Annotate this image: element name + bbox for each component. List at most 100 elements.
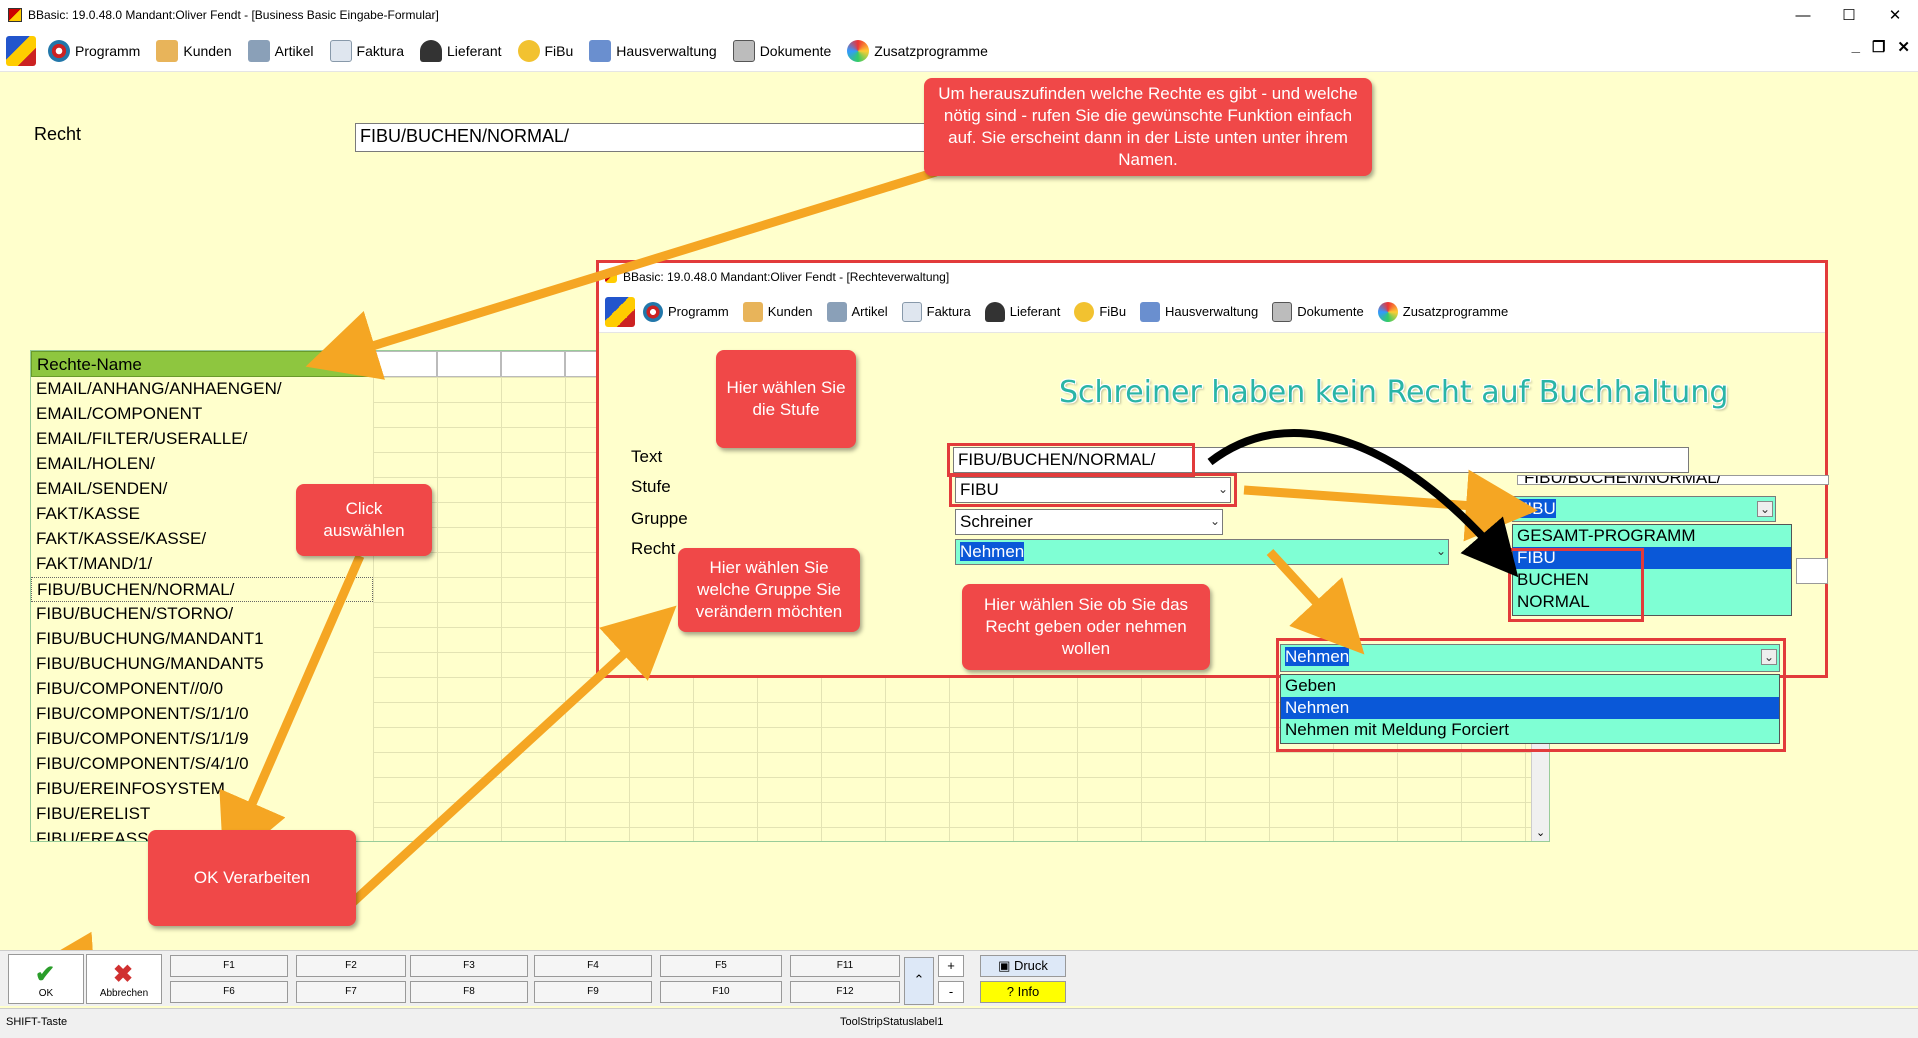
menu-dokumente[interactable]: Dokumente <box>732 33 831 69</box>
inner-menu-fibu[interactable]: FiBu <box>1074 294 1126 330</box>
grid-row[interactable]: FIBU/EREINFOSYSTEM <box>36 779 225 798</box>
inner-menu-lieferant[interactable]: Lieferant <box>984 294 1060 330</box>
grid-row[interactable]: FIBU/BUCHEN/STORNO/ <box>36 604 234 623</box>
grid-row[interactable]: EMAIL/COMPONENT <box>36 404 203 423</box>
plus-button[interactable]: + <box>938 955 964 977</box>
grid-header-col[interactable] <box>437 351 501 377</box>
stufe-dropdown-box[interactable]: FIBU⌄ <box>1512 496 1776 522</box>
minimize-button[interactable]: — <box>1795 6 1811 24</box>
maximize-button[interactable]: ☐ <box>1842 7 1856 24</box>
menu-kunden[interactable]: Kunden <box>156 33 232 69</box>
recht-label-inner: Recht <box>631 539 676 558</box>
printer-icon: ▣ <box>998 958 1014 973</box>
partial-text-field: FIBU/BUCHEN/NORMAL/ <box>1517 475 1829 485</box>
scroll-down-icon[interactable]: ⌄ <box>1536 827 1546 839</box>
menu-fibu[interactable]: FiBu <box>517 33 573 69</box>
function-key-button[interactable]: F11 <box>790 955 900 977</box>
function-key-button[interactable]: F7 <box>296 981 406 1003</box>
grid-row[interactable]: FIBU/COMPONENT/S/4/1/0 <box>36 754 249 773</box>
function-key-button[interactable]: F4 <box>534 955 652 977</box>
stufe-combo[interactable]: FIBU⌄ <box>955 477 1231 503</box>
recht-combo[interactable]: Nehmen⌄ <box>955 539 1449 565</box>
grid-row[interactable]: EMAIL/ANHANG/ANHAENGEN/ <box>36 379 282 398</box>
grid-row[interactable]: FAKT/KASSE/KASSE/ <box>36 529 207 548</box>
grid-header-col[interactable] <box>501 351 565 377</box>
menu-zusatzprogramme[interactable]: Zusatzprogramme <box>847 33 988 69</box>
grid-row[interactable]: FAKT/KASSE <box>36 504 140 523</box>
minus-button[interactable]: - <box>938 981 964 1003</box>
callout-gruppe: Hier wählen Sie welche Gruppe Sie veränd… <box>678 548 860 632</box>
function-key-button[interactable]: F8 <box>410 981 528 1003</box>
recht-dropdown-box[interactable]: Nehmen⌄ <box>1280 644 1780 672</box>
documents-icon <box>1272 301 1293 322</box>
grid-row[interactable]: FAKT/MAND/1/ <box>36 554 153 573</box>
mdi-close-button[interactable]: ✕ <box>1897 39 1910 56</box>
highlight-stufe-options <box>1508 548 1644 622</box>
grid-row[interactable]: EMAIL/FILTER/USERALLE/ <box>36 429 248 448</box>
mdi-restore-button[interactable]: ❐ <box>1871 39 1886 56</box>
grid-row[interactable]: FIBU/COMPONENT/S/1/1/9 <box>36 729 249 748</box>
menu-lieferant[interactable]: Lieferant <box>420 33 502 69</box>
function-key-button[interactable]: F2 <box>296 955 406 977</box>
function-key-button[interactable]: F5 <box>660 955 782 977</box>
grid-header-col[interactable] <box>373 351 437 377</box>
callout-stufe: Hier wählen Sie die Stufe <box>716 350 856 448</box>
druck-button[interactable]: ▣ Druck <box>980 955 1066 977</box>
window-titlebar: BBasic: 19.0.48.0 Mandant:Oliver Fendt -… <box>0 0 1918 30</box>
gruppe-combo[interactable]: Schreiner⌄ <box>955 509 1223 535</box>
scroll-up-button[interactable]: ⌃ <box>904 957 934 1005</box>
ok-button[interactable]: ✔OK <box>8 954 84 1004</box>
recht-input[interactable]: FIBU/BUCHEN/NORMAL/ <box>355 123 935 152</box>
chevron-down-icon[interactable]: ⌄ <box>1435 544 1446 558</box>
inner-menu-programm[interactable]: Programm <box>643 294 729 330</box>
inner-menu-kunden[interactable]: Kunden <box>742 294 813 330</box>
inner-menu-hausverwaltung[interactable]: Hausverwaltung <box>1140 294 1258 330</box>
inner-menu-dokumente[interactable]: Dokumente <box>1272 294 1364 330</box>
stufe-option[interactable]: NORMAL <box>1517 592 1590 611</box>
grid-row[interactable]: EMAIL/SENDEN/ <box>36 479 168 498</box>
inner-menu-faktura[interactable]: Faktura <box>901 294 971 330</box>
grid-row[interactable]: EMAIL/HOLEN/ <box>36 454 156 473</box>
grid-row[interactable]: FIBU/BUCHUNG/MANDANT1 <box>36 629 264 648</box>
menu-artikel[interactable]: Artikel <box>247 33 314 69</box>
menu-hausverwaltung[interactable]: Hausverwaltung <box>589 33 717 69</box>
menu-programm[interactable]: Programm <box>48 33 140 69</box>
chevron-down-icon[interactable]: ⌄ <box>1760 649 1777 665</box>
chevron-down-icon[interactable]: ⌄ <box>1756 501 1773 517</box>
function-key-button[interactable]: F12 <box>790 981 900 1003</box>
function-key-button[interactable]: F10 <box>660 981 782 1003</box>
mdi-minimize-button[interactable]: _ <box>1851 38 1860 55</box>
recht-option[interactable]: Nehmen <box>1281 697 1779 719</box>
recht-option[interactable]: Nehmen mit Meldung Forciert <box>1285 720 1509 739</box>
addons-icon <box>1377 301 1398 322</box>
close-button[interactable]: ✕ <box>1888 7 1902 24</box>
function-key-button[interactable]: F3 <box>410 955 528 977</box>
chevron-down-icon[interactable]: ⌄ <box>1209 514 1220 528</box>
grid-row[interactable]: FIBU/BUCHUNG/MANDANT5 <box>36 654 264 673</box>
double-chevron-up-icon: ⌃ <box>913 972 925 987</box>
function-key-button[interactable]: F6 <box>170 981 288 1003</box>
grid-header-rechte-name[interactable]: Rechte-Name <box>31 351 373 377</box>
function-key-button[interactable]: F1 <box>170 955 288 977</box>
grid-row[interactable]: FIBU/COMPONENT//0/0 <box>36 679 224 698</box>
grid-row[interactable]: FIBU/ERELIST <box>36 804 151 823</box>
highlight-recht-dropdown <box>1276 638 1786 752</box>
inner-menu-zusatzprogramme[interactable]: Zusatzprogramme <box>1377 294 1508 330</box>
info-button[interactable]: ? Info <box>980 981 1066 1003</box>
recht-option[interactable]: Geben <box>1285 676 1337 695</box>
grid-row[interactable]: FIBU/COMPONENT/S/1/1/0 <box>36 704 249 723</box>
menu-faktura[interactable]: Faktura <box>329 33 404 69</box>
recht-label: Recht <box>34 124 82 144</box>
grid-row[interactable]: FIBU/BUCHEN/NORMAL/ <box>31 577 373 602</box>
stufe-option[interactable]: BUCHEN <box>1517 570 1589 589</box>
cross-icon: ✖ <box>113 961 134 988</box>
inner-menu-artikel[interactable]: Artikel <box>826 294 888 330</box>
stufe-option[interactable]: FIBU <box>1513 547 1791 569</box>
stufe-right-field <box>1796 558 1828 584</box>
grid-row[interactable]: FIBU/EREASS <box>36 829 149 842</box>
stufe-option[interactable]: GESAMT-PROGRAMM <box>1517 526 1696 545</box>
cancel-button[interactable]: ✖Abbrechen <box>86 954 162 1004</box>
function-key-button[interactable]: F9 <box>534 981 652 1003</box>
